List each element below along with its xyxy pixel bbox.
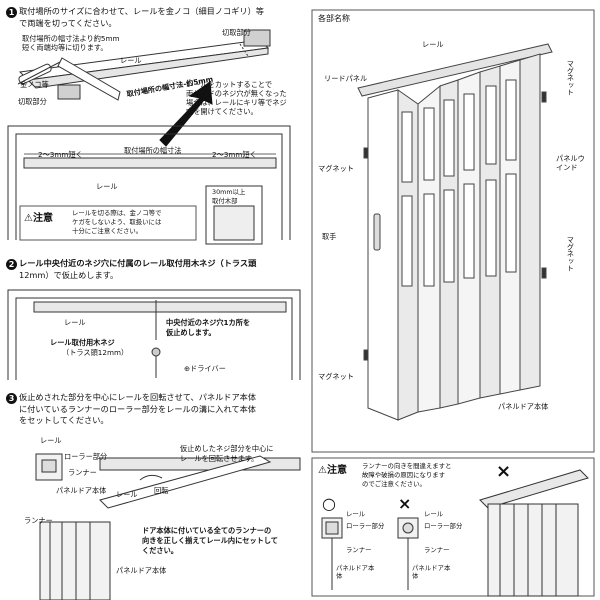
- step2-number: 2: [6, 259, 17, 270]
- step3-label-rail: レール: [40, 436, 62, 445]
- set-note3: ください。: [142, 546, 178, 555]
- step3-number: 3: [6, 393, 17, 404]
- door-illustration: [358, 44, 552, 420]
- label-cut-top: 切取部分: [222, 28, 251, 37]
- rotate-note2: レールを回転させます。: [180, 454, 258, 463]
- caution2-line2: 故障や破損の原因になります: [362, 471, 445, 479]
- set-note1: ドア本体に付いている全てのランナーの: [142, 526, 271, 535]
- ng-roller: ローラー部分: [424, 522, 462, 530]
- ng-mark-icon: ×: [398, 494, 411, 515]
- dim-left: 2～3mm短く: [38, 150, 83, 159]
- step3-label-rotate: 回転: [154, 486, 168, 495]
- step2-label-rail: レール: [64, 318, 86, 327]
- step3-label-roller: ローラー部分: [64, 452, 107, 461]
- step1-note1: 取付場所の幅寸法より約5mm: [22, 34, 120, 43]
- ng-rail: レール: [424, 510, 443, 518]
- ng-panel: パネルドア本体: [412, 564, 452, 581]
- label-frame-wood: 取付木部: [212, 197, 238, 205]
- ok-roller: ローラー部分: [346, 522, 384, 530]
- parts-lead-panel: リードパネル: [324, 74, 367, 83]
- parts-rail: レール: [422, 40, 444, 49]
- step3-label-panel: パネルドア本体: [56, 486, 106, 495]
- screw-label: レール取付用木ネジ: [50, 338, 115, 347]
- step1-text-line2: で両端を切ってください。: [19, 18, 117, 28]
- dim-right: 2～3mm短く: [212, 150, 257, 159]
- caution1-title-text: 注意: [33, 213, 53, 224]
- step1-note2: 短く両端均等に切ります。: [22, 43, 108, 52]
- label-30mm: 30mm以上: [212, 188, 245, 196]
- caution1-line1: レールを切る際は、金ノコ等で: [72, 209, 161, 217]
- caution1-line2: ケガをしないよう、取扱いには: [72, 218, 161, 226]
- step3-text-line3: をセットしてください。: [19, 415, 109, 425]
- dim-center: 取付場所の幅寸法: [124, 146, 182, 155]
- caution2-title: ⚠注意: [318, 464, 347, 477]
- step2-center-note2: 仮止めします。: [166, 328, 216, 337]
- ok-runner: ランナー: [346, 546, 372, 554]
- step1-text-line1: 取付場所のサイズに合わせて、レールを金ノコ（細目ノコギリ）等: [19, 6, 264, 16]
- caution1-title: ⚠注意: [24, 212, 53, 225]
- hole-note-1: レールをカットすることで: [186, 80, 272, 89]
- parts-magnet-right-top: マグネット: [566, 60, 575, 96]
- ok-panel: パネルドア本体: [336, 564, 376, 581]
- set-note2: 向きを正しく揃えてレール内にセットして: [142, 536, 278, 545]
- label-rail-frame: レール: [96, 182, 118, 191]
- hole-note-4: 穴を開けてください。: [186, 107, 258, 116]
- driver-label: ⊕ドライバー: [184, 364, 226, 373]
- step3-label-runner2: ランナー: [24, 516, 53, 525]
- parts-magnet-left-top: マグネット: [318, 164, 354, 173]
- caution2-line1: ランナーの向きを間違えますと: [362, 462, 451, 470]
- step3-label-runner: ランナー: [68, 468, 97, 477]
- parts-handle: 取手: [322, 232, 336, 241]
- parts-magnet-right-bottom: マグネット: [566, 236, 575, 272]
- warning-icon-2: ⚠: [318, 465, 327, 476]
- caution2-line3: のでご注意ください。: [362, 480, 426, 488]
- hole-note-3: 場合は、レールにキリ等でネジ: [186, 98, 287, 107]
- caution2-title-text: 注意: [327, 465, 347, 476]
- label-saw: 金ノコ等: [20, 80, 49, 89]
- step1-number: 1: [6, 7, 17, 18]
- caution1-line3: 十分にご注意ください。: [72, 227, 142, 235]
- step2-text-line2: 12mm）で仮止めします。: [19, 270, 118, 280]
- step3-label-panel2: パネルドア本体: [116, 566, 166, 575]
- ng-mark-2-icon: ×: [496, 460, 511, 483]
- step2-text-line1: レール中央付近のネジ穴に付属のレール取付用木ネジ（トラス頭: [19, 258, 256, 268]
- warning-icon: ⚠: [24, 213, 33, 224]
- ng-runner: ランナー: [424, 546, 450, 554]
- label-cut-left: 切取部分: [18, 97, 47, 106]
- step2-frame: [8, 290, 300, 380]
- step3-label-rail2: レール: [116, 490, 138, 499]
- hole-note-2: 両サイドのネジ穴が無くなった: [186, 89, 287, 98]
- step3-text-line2: に付いているランナーのローラー部分をレールの溝に入れて本体: [19, 404, 256, 414]
- step2-center-note1: 中央付近のネジ穴1カ所を: [166, 318, 250, 327]
- label-rail-top: レール: [120, 56, 142, 65]
- parts-door-body: パネルドア本体: [498, 402, 548, 411]
- parts-panel-window: パネルウインド: [556, 154, 588, 173]
- step3-text-line1: 仮止めされた部分を中心にレールを回転させて、パネルドア本体: [19, 392, 256, 402]
- ok-rail: レール: [346, 510, 365, 518]
- parts-magnet-left-bottom: マグネット: [318, 372, 354, 381]
- rotate-note1: 仮止めしたネジ部分を中心に: [180, 444, 273, 453]
- screw-sub: （トラス頭12mm）: [62, 348, 128, 357]
- ok-mark-icon: ○: [322, 494, 336, 515]
- parts-title: 各部名称: [318, 14, 350, 24]
